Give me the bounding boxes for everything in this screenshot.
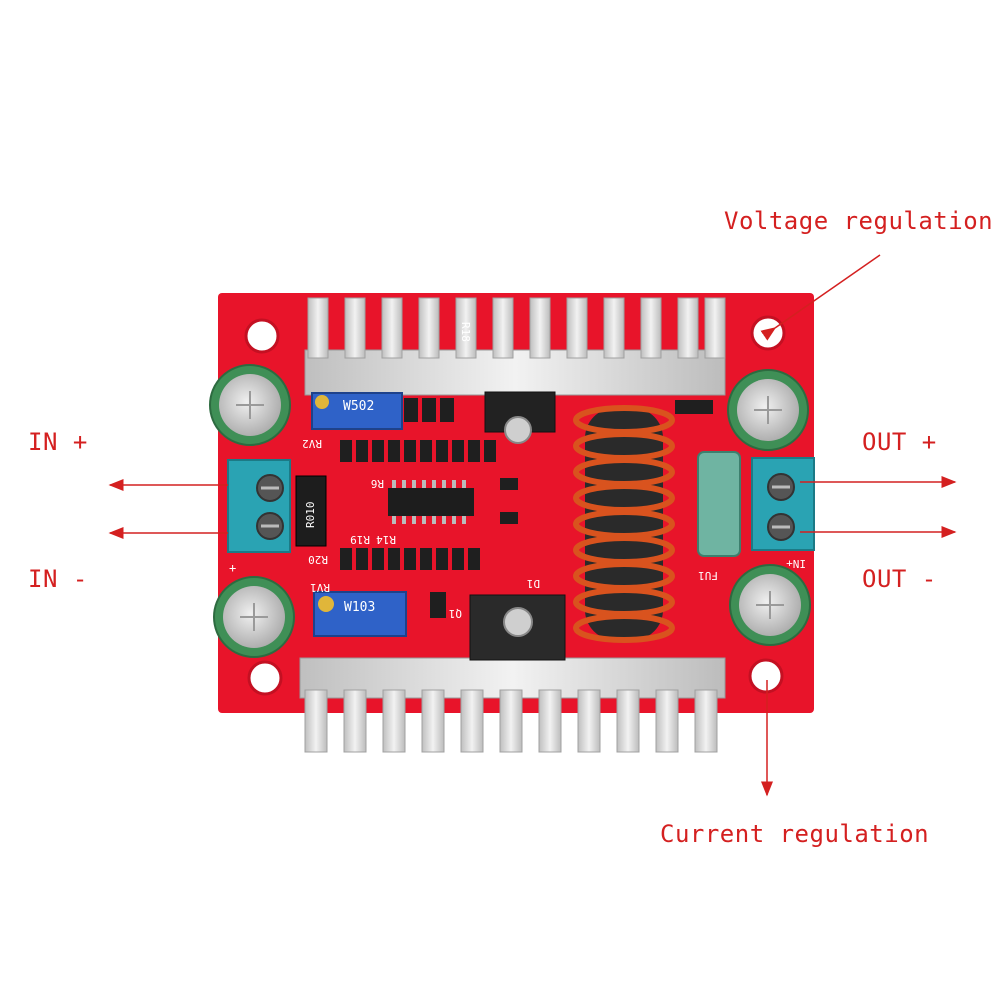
silk-fu1: FU1 [698,569,718,582]
top-heatsink [304,297,726,396]
silk-q1: Q1 [449,607,462,620]
input-terminal-block [227,459,291,553]
silk-trimmer-bottom: W103 [344,600,375,615]
smd-components [340,398,713,618]
voltage-regulation-label: Voltage regulation [724,207,994,235]
trimmer-top [311,392,403,430]
out-plus-label: OUT + [862,428,937,456]
silk-d1: D1 [527,577,540,590]
silk-r6: R6 [371,477,384,490]
silk-out-in-plus: IN+ [786,557,806,570]
mounting-holes [244,315,786,696]
screw-icon [504,416,532,444]
annotation-arrows [108,254,957,797]
silk-r20: R20 [308,553,328,566]
silk-r14: R14 [376,533,396,546]
silk-rv2: RV2 [302,437,322,450]
out-minus-label: OUT - [862,565,937,593]
capacitors [209,364,811,658]
in-minus-label: IN - [28,565,88,593]
shunt-resistor [295,475,327,547]
silk-rv1: RV1 [310,581,330,594]
silk-r19: R19 [350,533,370,546]
bottom-heatsink [299,657,726,753]
output-terminal-block [751,457,815,551]
in-plus-label: IN + [28,428,88,456]
current-regulation-label: Current regulation [660,820,930,848]
fuse [697,451,741,557]
toroid-inductor [573,405,675,643]
screw-icon [503,607,533,637]
silk-shunt: R010 [304,502,317,529]
arrow-icon [760,254,881,341]
silk-r18: R18 [459,322,472,342]
trimmer-bottom [313,591,407,637]
silk-trimmer-top: W502 [343,399,374,414]
ic-chip [388,480,474,524]
silk-in-plus: + [229,561,236,575]
